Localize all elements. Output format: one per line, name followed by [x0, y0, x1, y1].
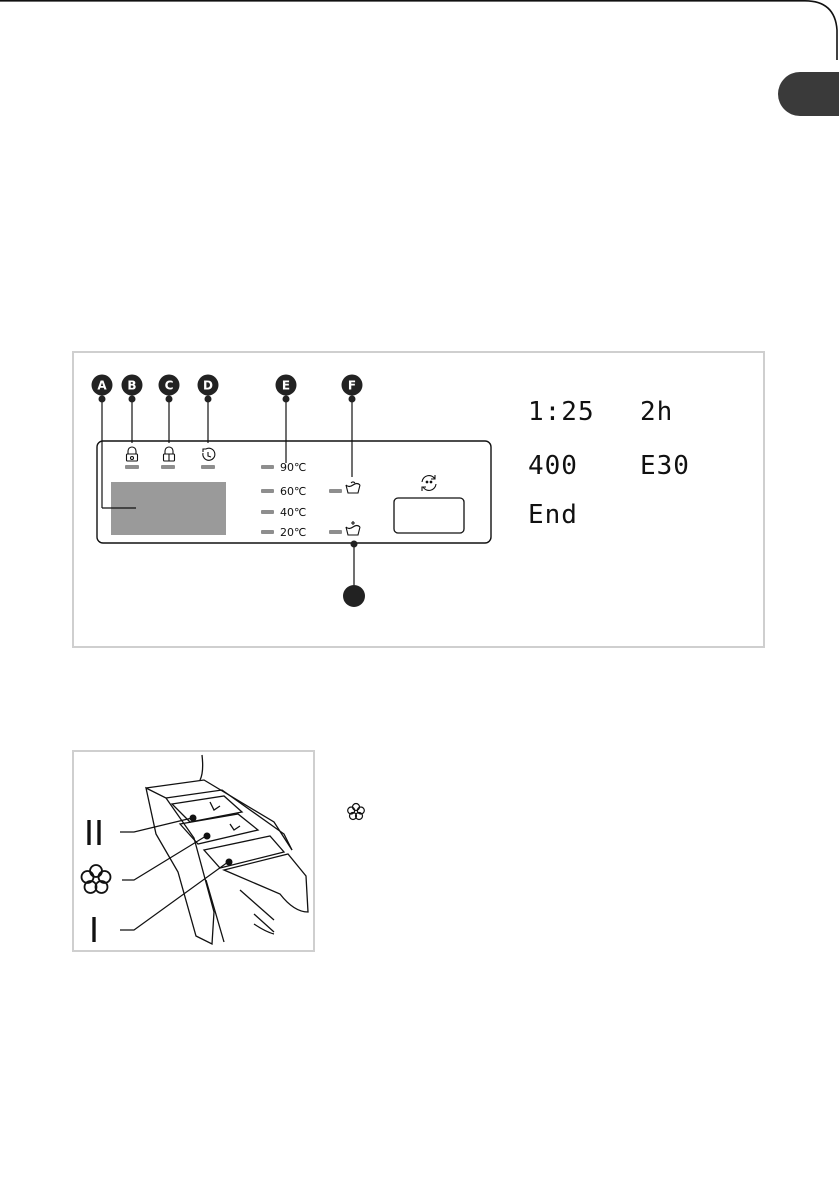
readout-spin: 400: [528, 451, 578, 481]
led-temp-20: [261, 530, 274, 534]
page-top-rule: [0, 0, 839, 60]
language-tab: [778, 72, 839, 116]
readout-end: End: [528, 500, 578, 530]
marker-d: D: [198, 375, 219, 444]
marker-c: C: [159, 375, 180, 444]
compartment-label-2: II: [84, 812, 104, 853]
extra-rinse-icon: [346, 521, 360, 535]
drawer-body: [146, 755, 308, 944]
temp-label-40: 40℃: [280, 506, 306, 519]
marker-label: E: [282, 379, 290, 393]
prewash-icon: [346, 482, 360, 493]
callout-softener: [122, 833, 211, 881]
led-prewash: [329, 489, 342, 493]
door-lock-icon: [164, 447, 175, 461]
led-extra-rinse: [329, 530, 342, 534]
led-temp-90: [261, 465, 274, 469]
softener-icon: [345, 801, 367, 823]
marker-label: B: [127, 379, 136, 393]
marker-label: A: [97, 379, 107, 393]
program-knob-icon: [422, 475, 436, 491]
control-panel-drawing: A B C D E F: [74, 353, 767, 650]
led-door-lock: [161, 465, 175, 469]
readout-delay: 2h: [640, 397, 673, 427]
delay-timer-icon: [203, 448, 215, 460]
marker-b: B: [122, 375, 143, 444]
led-temp-40: [261, 510, 274, 514]
child-lock-icon: [127, 447, 138, 461]
temp-label-20: 20℃: [280, 526, 306, 539]
compartment-label-1: I: [89, 909, 99, 950]
marker-f: F: [342, 375, 363, 478]
program-button[interactable]: [394, 498, 464, 533]
marker-label: F: [348, 379, 356, 393]
led-child-lock: [125, 465, 139, 469]
marker-label: D: [203, 379, 213, 393]
led-delay-timer: [201, 465, 215, 469]
temp-label-90: 90℃: [280, 461, 306, 474]
temp-label-60: 60℃: [280, 485, 306, 498]
readout-time: 1:25: [528, 397, 595, 427]
marker-e: E: [276, 375, 297, 464]
flower-softener-icon: [82, 865, 111, 893]
detergent-drawer-drawing: II I: [74, 752, 315, 952]
detergent-drawer-figure: II I: [72, 750, 315, 952]
marker-g: [343, 541, 365, 608]
led-temp-60: [261, 489, 274, 493]
marker-label: C: [165, 379, 174, 393]
readout-error: E30: [640, 451, 690, 481]
control-panel-figure: A B C D E F: [72, 351, 765, 648]
